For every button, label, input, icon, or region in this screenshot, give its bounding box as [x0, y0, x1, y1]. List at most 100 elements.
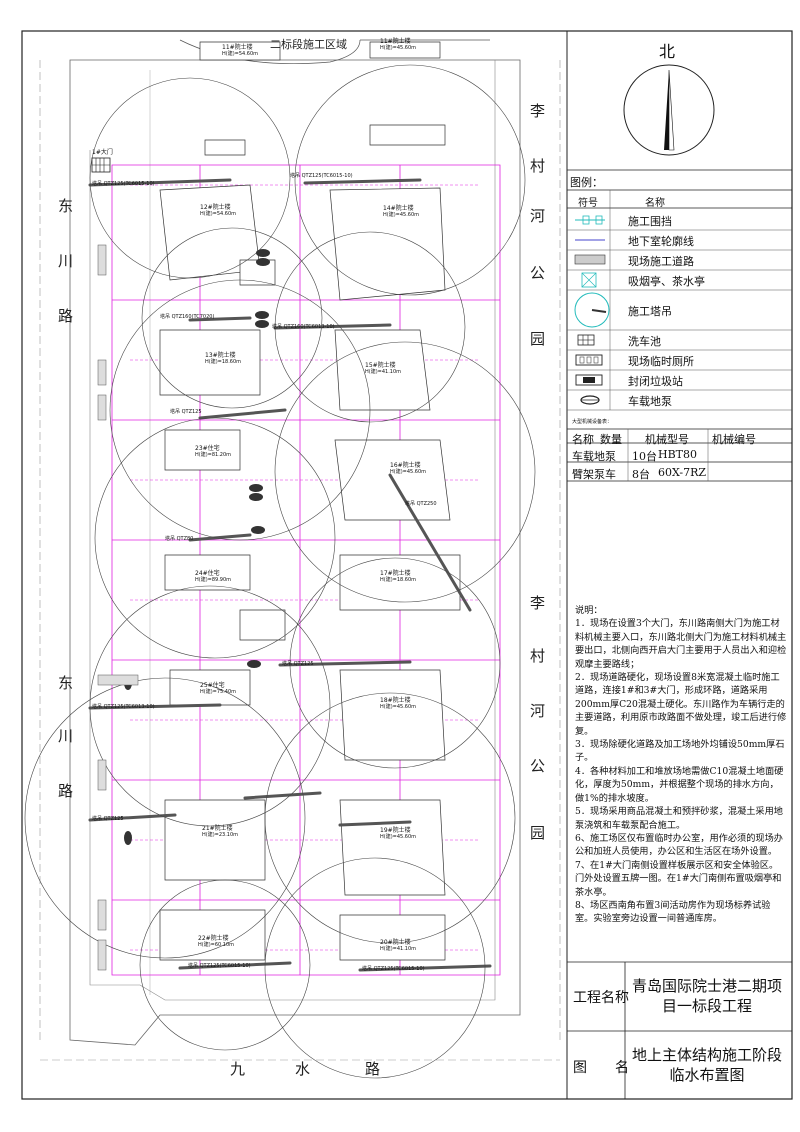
- building-height: H(建)=81.20m: [195, 452, 232, 458]
- crane-label: 塔吊 QTZ125(TC6015-10): [188, 963, 251, 969]
- building-name: 22#院士楼: [198, 935, 229, 942]
- road-char: 川: [58, 727, 74, 745]
- legend-item-garbage: 封闭垃圾站: [628, 373, 683, 389]
- road-char: 水: [295, 1060, 311, 1078]
- building-height: H(建)=23.10m: [202, 832, 239, 838]
- road-char: 路: [365, 1060, 381, 1078]
- legend-item-basement: 地下室轮廓线: [628, 233, 694, 249]
- building-height: H(建)=75.40m: [200, 689, 237, 695]
- road-char: 川: [58, 252, 74, 270]
- note-item: 1．现场在设置3个大门，东川路南侧大门为施工材料机械主要入口，东川路北侧大门为施…: [575, 618, 787, 670]
- legend-item-crane: 施工塔吊: [628, 303, 672, 319]
- building-name: 20#院士楼: [380, 939, 411, 946]
- road-char: 东: [58, 197, 74, 215]
- crane-label: 塔吊 QTZ160(TC7020): [160, 314, 215, 320]
- road-char: 公: [530, 757, 546, 775]
- equipment-header: 名称: [572, 433, 594, 446]
- note-item: 5．现场采用商品混凝土和预拌砂浆，混凝土采用地泵浇筑和车载泵配合施工。: [575, 806, 783, 831]
- legend-item-label: 洗车池: [628, 335, 661, 348]
- crane-label: 塔吊 QTZ125(TC6013-10): [92, 704, 155, 710]
- north-arrow-icon: [624, 65, 714, 155]
- road-char: 李: [530, 594, 546, 612]
- legend-item-label: 吸烟亭、茶水亭: [628, 275, 705, 288]
- building-height: H(建)=45.60m: [380, 834, 417, 840]
- legend-item-label: 地下室轮廓线: [628, 235, 694, 248]
- legend-col-name: 名称: [645, 198, 665, 209]
- building-name: 17#院士楼: [380, 570, 411, 577]
- legend-item-label: 现场施工道路: [628, 255, 694, 268]
- legend-item-pavilion: 吸烟亭、茶水亭: [628, 273, 705, 289]
- legend-col-symbol: 符号: [578, 198, 598, 209]
- building-height: H(建)=89.90m: [195, 577, 232, 583]
- road-char: 河: [530, 207, 546, 225]
- note-item: 8、场区西南角布置3间活动房作为现场标养试验室。实验室旁边设置一间普通库房。: [575, 899, 771, 925]
- road-char: 路: [58, 782, 74, 800]
- north-label: 北: [659, 42, 676, 61]
- building-name: 15#院士楼: [365, 362, 396, 369]
- note-item: 3．现场除硬化道路及加工场地外均铺设50mm厚石子。: [575, 739, 785, 764]
- building-height: H(建)=18.60m: [380, 577, 417, 583]
- legend-item-label: 施工塔吊: [628, 305, 672, 318]
- building-name: 21#院士楼: [202, 825, 233, 832]
- building-name: 23#住宅: [195, 445, 220, 452]
- notes: 说明： 1．现场在设置3个大门，东川路南侧大门为施工材料机械主要入口，东川路北侧…: [575, 604, 787, 926]
- road-char: 九: [230, 1060, 246, 1078]
- building-name: 19#院士楼: [380, 827, 411, 834]
- drawing-name: 地上主体结构施工阶段临水布置图: [632, 1046, 783, 1084]
- equipment-cell: HBT80: [658, 448, 698, 461]
- crane-label: 塔吊 QTZ125(TC6015-10): [290, 173, 353, 179]
- legend-item-pump: 车载地泵: [628, 393, 672, 409]
- building-height: H(建)=45.60m: [380, 704, 417, 710]
- legend-item-label: 封闭垃圾站: [628, 375, 683, 388]
- building-name: 14#院士楼: [383, 205, 414, 212]
- road-char: 路: [58, 307, 74, 325]
- equipment-cell: 车载地泵: [572, 450, 616, 463]
- legend-title: 图例：: [570, 176, 603, 189]
- road-char: 村: [530, 157, 546, 175]
- notes-heading: 说明：: [575, 605, 603, 616]
- crane-label: 塔吊 QTZ125: [282, 661, 314, 667]
- crane-label: 塔吊 QTZ125: [92, 816, 124, 822]
- building-height: H(建)=45.60m: [383, 212, 420, 218]
- building-height: H(建)=45.60m: [390, 469, 427, 475]
- building-name: 16#院士楼: [390, 462, 421, 469]
- legend-item-road: 现场施工道路: [628, 253, 694, 269]
- note-item: 2．现场道路硬化，现场设置8米宽混凝土临时施工道路，连接1#和3#大门，形成环路…: [575, 672, 787, 737]
- road-char: 公: [530, 264, 546, 282]
- building-name: 11#院士楼: [222, 44, 253, 51]
- drawing-label: 图 名: [573, 1060, 629, 1076]
- building-name: 12#院士楼: [200, 204, 231, 211]
- equipment-cell: 60X-7RZ: [658, 466, 707, 479]
- legend-item-fence: 施工围挡: [628, 213, 672, 229]
- building-height: H(建)=18.60m: [205, 359, 242, 365]
- legend-item-label: 车载地泵: [628, 395, 672, 408]
- crane-label: 塔吊 QTZ125: [170, 409, 202, 415]
- project-name: 青岛国际院士港二期项目一标段工程: [632, 977, 783, 1015]
- building-name: 18#院士楼: [380, 697, 411, 704]
- note-item: 6、施工场区仅布置临时办公室，用作必须的现场办公和加班人员使用，办公区和生活区在…: [575, 832, 783, 858]
- road-char: 河: [530, 702, 546, 720]
- road-char: 东: [58, 674, 74, 692]
- zone-label: 二标段施工区域: [270, 38, 347, 51]
- building-height: H(建)=54.60m: [222, 51, 259, 57]
- equipment-cell: 10台: [632, 450, 657, 463]
- equipment-header: 机械编号: [712, 433, 756, 446]
- crane-label: 塔吊 QTZ250: [405, 501, 437, 507]
- building-name: 25#住宅: [200, 682, 225, 689]
- equipment-header: 数量: [600, 433, 622, 446]
- crane-label: 塔吊 QTZ160(TC6013-10): [272, 324, 335, 330]
- building-height: H(建)=60.10m: [198, 942, 235, 948]
- project-label: 工程名称: [573, 990, 629, 1006]
- road-char: 村: [530, 647, 546, 665]
- gate-label: 1#大门: [92, 149, 113, 156]
- note-item: 4．各种材料加工和堆放场地需做C10混凝土地面硬化，厚度为50mm，并根据整个现…: [575, 765, 784, 804]
- legend-item-wash: 洗车池: [628, 333, 661, 349]
- building-height: H(建)=41.10m: [380, 946, 417, 952]
- building-name: 13#院士楼: [205, 352, 236, 359]
- building-name: 24#住宅: [195, 570, 220, 577]
- equipment-header: 机械型号: [645, 433, 689, 446]
- building-height: H(建)=41.10m: [365, 369, 402, 375]
- equipment-caption: 大型机械设备表：: [572, 419, 613, 425]
- legend-item-label: 施工围挡: [628, 215, 672, 228]
